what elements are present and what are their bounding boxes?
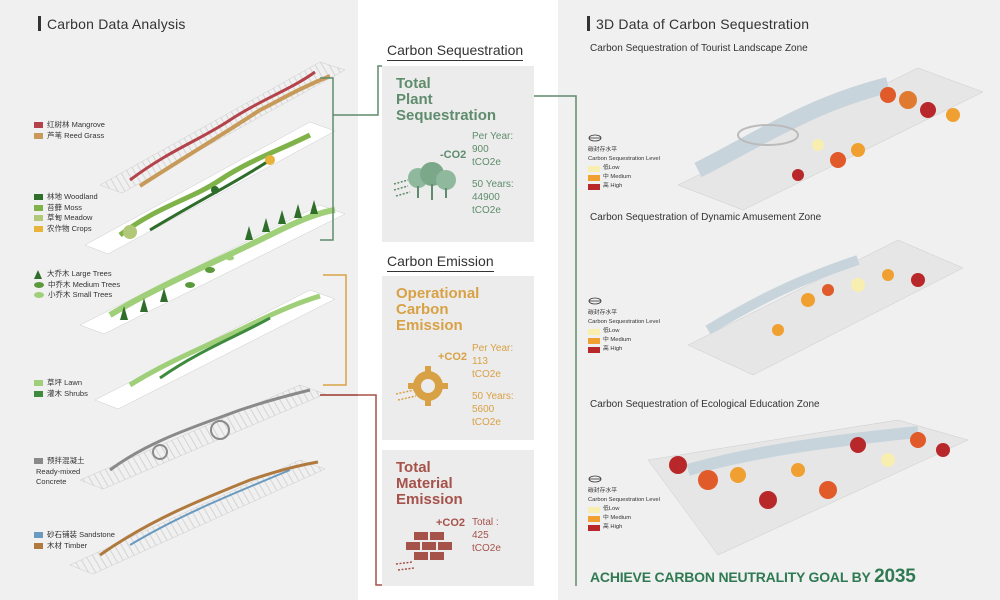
- legend-item: 大乔木 Large Trees: [34, 269, 120, 280]
- map-ecological-zone: [647, 419, 969, 556]
- legend-swatch: [34, 215, 43, 222]
- brick-co2-icon: +CO2: [395, 517, 465, 571]
- legend-item-cont: Ready-mixed: [36, 466, 81, 476]
- right-section-title: 3D Data of Carbon Sequestration: [587, 16, 809, 32]
- mid-connectors: [358, 65, 558, 586]
- legend-item: 砂石铺装 Sandstone: [34, 530, 115, 541]
- legend-swatch: [34, 380, 43, 387]
- legend-woodland-group: 林地 Woodland 苔藓 Moss 草甸 Meadow 农作物 Crops: [34, 192, 98, 234]
- zone-title-ecological: Carbon Sequestration of Ecological Educa…: [590, 399, 820, 410]
- operational-stats: Per Year: 113 tCO2e 50 Years: 5600 tCO2e: [472, 343, 514, 428]
- legend-swatch: [34, 390, 43, 397]
- zone-3d-maps: [647, 67, 984, 556]
- legend-swatch: [34, 532, 43, 539]
- carbon-data-analysis-panel: Carbon Data Analysis: [0, 0, 358, 600]
- legend-item: 林地 Woodland: [34, 192, 98, 203]
- layer-sandstone-timber: [69, 459, 326, 575]
- card-title: Total Plant Sequestration: [396, 75, 497, 124]
- legend-trees-group: 大乔木 Large Trees 中乔木 Medium Trees 小乔木 Sma…: [34, 269, 120, 301]
- level-swatch: [588, 328, 600, 335]
- legend-item: 草坪 Lawn: [34, 378, 88, 389]
- material-stats: Total : 425 tCO2e: [472, 517, 501, 554]
- svg-text:-CO2: -CO2: [440, 149, 466, 161]
- layer-trees: [79, 200, 346, 335]
- layer-concrete: [79, 384, 326, 490]
- left-section-title: Carbon Data Analysis: [38, 16, 186, 32]
- map-amusement-zone: [687, 239, 964, 376]
- legend-item: 芦苇 Reed Grass: [34, 131, 105, 142]
- large-tree-icon: [34, 269, 42, 279]
- legend-item: 木材 Timber: [34, 541, 115, 552]
- level-swatch: [588, 506, 600, 513]
- legend-concrete: 预拌混凝土 Ready-mixed Concrete: [34, 456, 85, 488]
- svg-text:+CO2: +CO2: [436, 517, 465, 529]
- sequestration-level-legend-1: 碳封存水平 Carbon Sequestration Level 低Low 中 …: [588, 134, 660, 191]
- gear-co2-icon: +CO2: [395, 351, 467, 406]
- level-swatch: [588, 183, 600, 190]
- legend-item: 灌木 Shrubs: [34, 389, 88, 400]
- card-material-emission: Total Material Emission +CO2 Total : 425…: [382, 450, 534, 586]
- layer-woodland: [84, 121, 336, 255]
- legend-item: 红树林 Mangrove: [34, 120, 105, 131]
- level-swatch: [588, 165, 600, 172]
- legend-item-cont: Concrete: [36, 477, 67, 486]
- compass-icon: [588, 297, 602, 305]
- legend-swatch: [34, 225, 43, 232]
- card-plant-sequestration: Total Plant Sequestration -CO2 Per Year:…: [382, 66, 534, 242]
- connector-brackets: [320, 77, 358, 396]
- card-title: Operational Carbon Emission: [396, 285, 480, 334]
- legend-item: 草甸 Meadow: [34, 213, 98, 224]
- legend-swatch: [34, 458, 43, 465]
- layer-mangrove-reed: [99, 61, 346, 194]
- legend-item: 苔藓 Moss: [34, 203, 98, 214]
- layer-stack-diagram: [69, 61, 358, 575]
- legend-swatch: [34, 542, 43, 549]
- 3d-sequestration-panel: 3D Data of Carbon Sequestration Carbon S…: [558, 0, 1000, 600]
- sequestration-heading: Carbon Sequestration: [387, 42, 524, 61]
- carbon-summary-panel: Carbon Sequestration Total Plant Sequest…: [358, 0, 558, 600]
- level-swatch: [588, 337, 600, 344]
- card-title: Total Material Emission: [396, 459, 463, 508]
- legend-swatch: [34, 194, 43, 201]
- legend-swatch: [34, 132, 43, 139]
- level-swatch: [588, 174, 600, 181]
- legend-item: 预拌混凝土: [34, 456, 85, 467]
- sequestration-level-legend-3: 碳封存水平 Carbon Sequestration Level 低Low 中 …: [588, 475, 660, 532]
- legend-item: 小乔木 Small Trees: [34, 290, 120, 301]
- level-swatch: [588, 515, 600, 522]
- zone-title-amusement: Carbon Sequestration of Dynamic Amusemen…: [590, 212, 822, 223]
- carbon-neutrality-goal: ACHIEVE CARBON NEUTRALITY GOAL BY 2035: [590, 566, 916, 587]
- card-operational-emission: Operational Carbon Emission +CO2 Per Yea…: [382, 276, 534, 440]
- map-tourist-zone: [677, 67, 984, 211]
- tree-co2-icon: -CO2: [393, 149, 466, 200]
- emission-heading: Carbon Emission: [387, 253, 494, 272]
- right-frame-line: [558, 95, 577, 586]
- level-swatch: [588, 524, 600, 531]
- compass-icon: [588, 475, 602, 483]
- svg-text:+CO2: +CO2: [438, 351, 467, 363]
- zone-title-tourist: Carbon Sequestration of Tourist Landscap…: [590, 43, 808, 54]
- legend-swatch: [34, 122, 43, 129]
- legend-swatch: [34, 204, 43, 211]
- layer-lawn-shrubs: [94, 289, 336, 410]
- compass-icon: [588, 134, 602, 142]
- medium-tree-icon: [34, 281, 44, 288]
- level-swatch: [588, 346, 600, 353]
- small-tree-icon: [34, 292, 44, 299]
- legend-item: 农作物 Crops: [34, 224, 98, 235]
- legend-item: 中乔木 Medium Trees: [34, 280, 120, 291]
- legend-mangrove-reed: 红树林 Mangrove 芦苇 Reed Grass: [34, 120, 105, 141]
- plant-stats: Per Year: 900 tCO2e 50 Years: 44900 tCO2…: [472, 131, 514, 216]
- legend-sandstone-timber: 砂石铺装 Sandstone 木材 Timber: [34, 530, 115, 551]
- sequestration-level-legend-2: 碳封存水平 Carbon Sequestration Level 低Low 中 …: [588, 297, 660, 354]
- legend-lawn-group: 草坪 Lawn 灌木 Shrubs: [34, 378, 88, 399]
